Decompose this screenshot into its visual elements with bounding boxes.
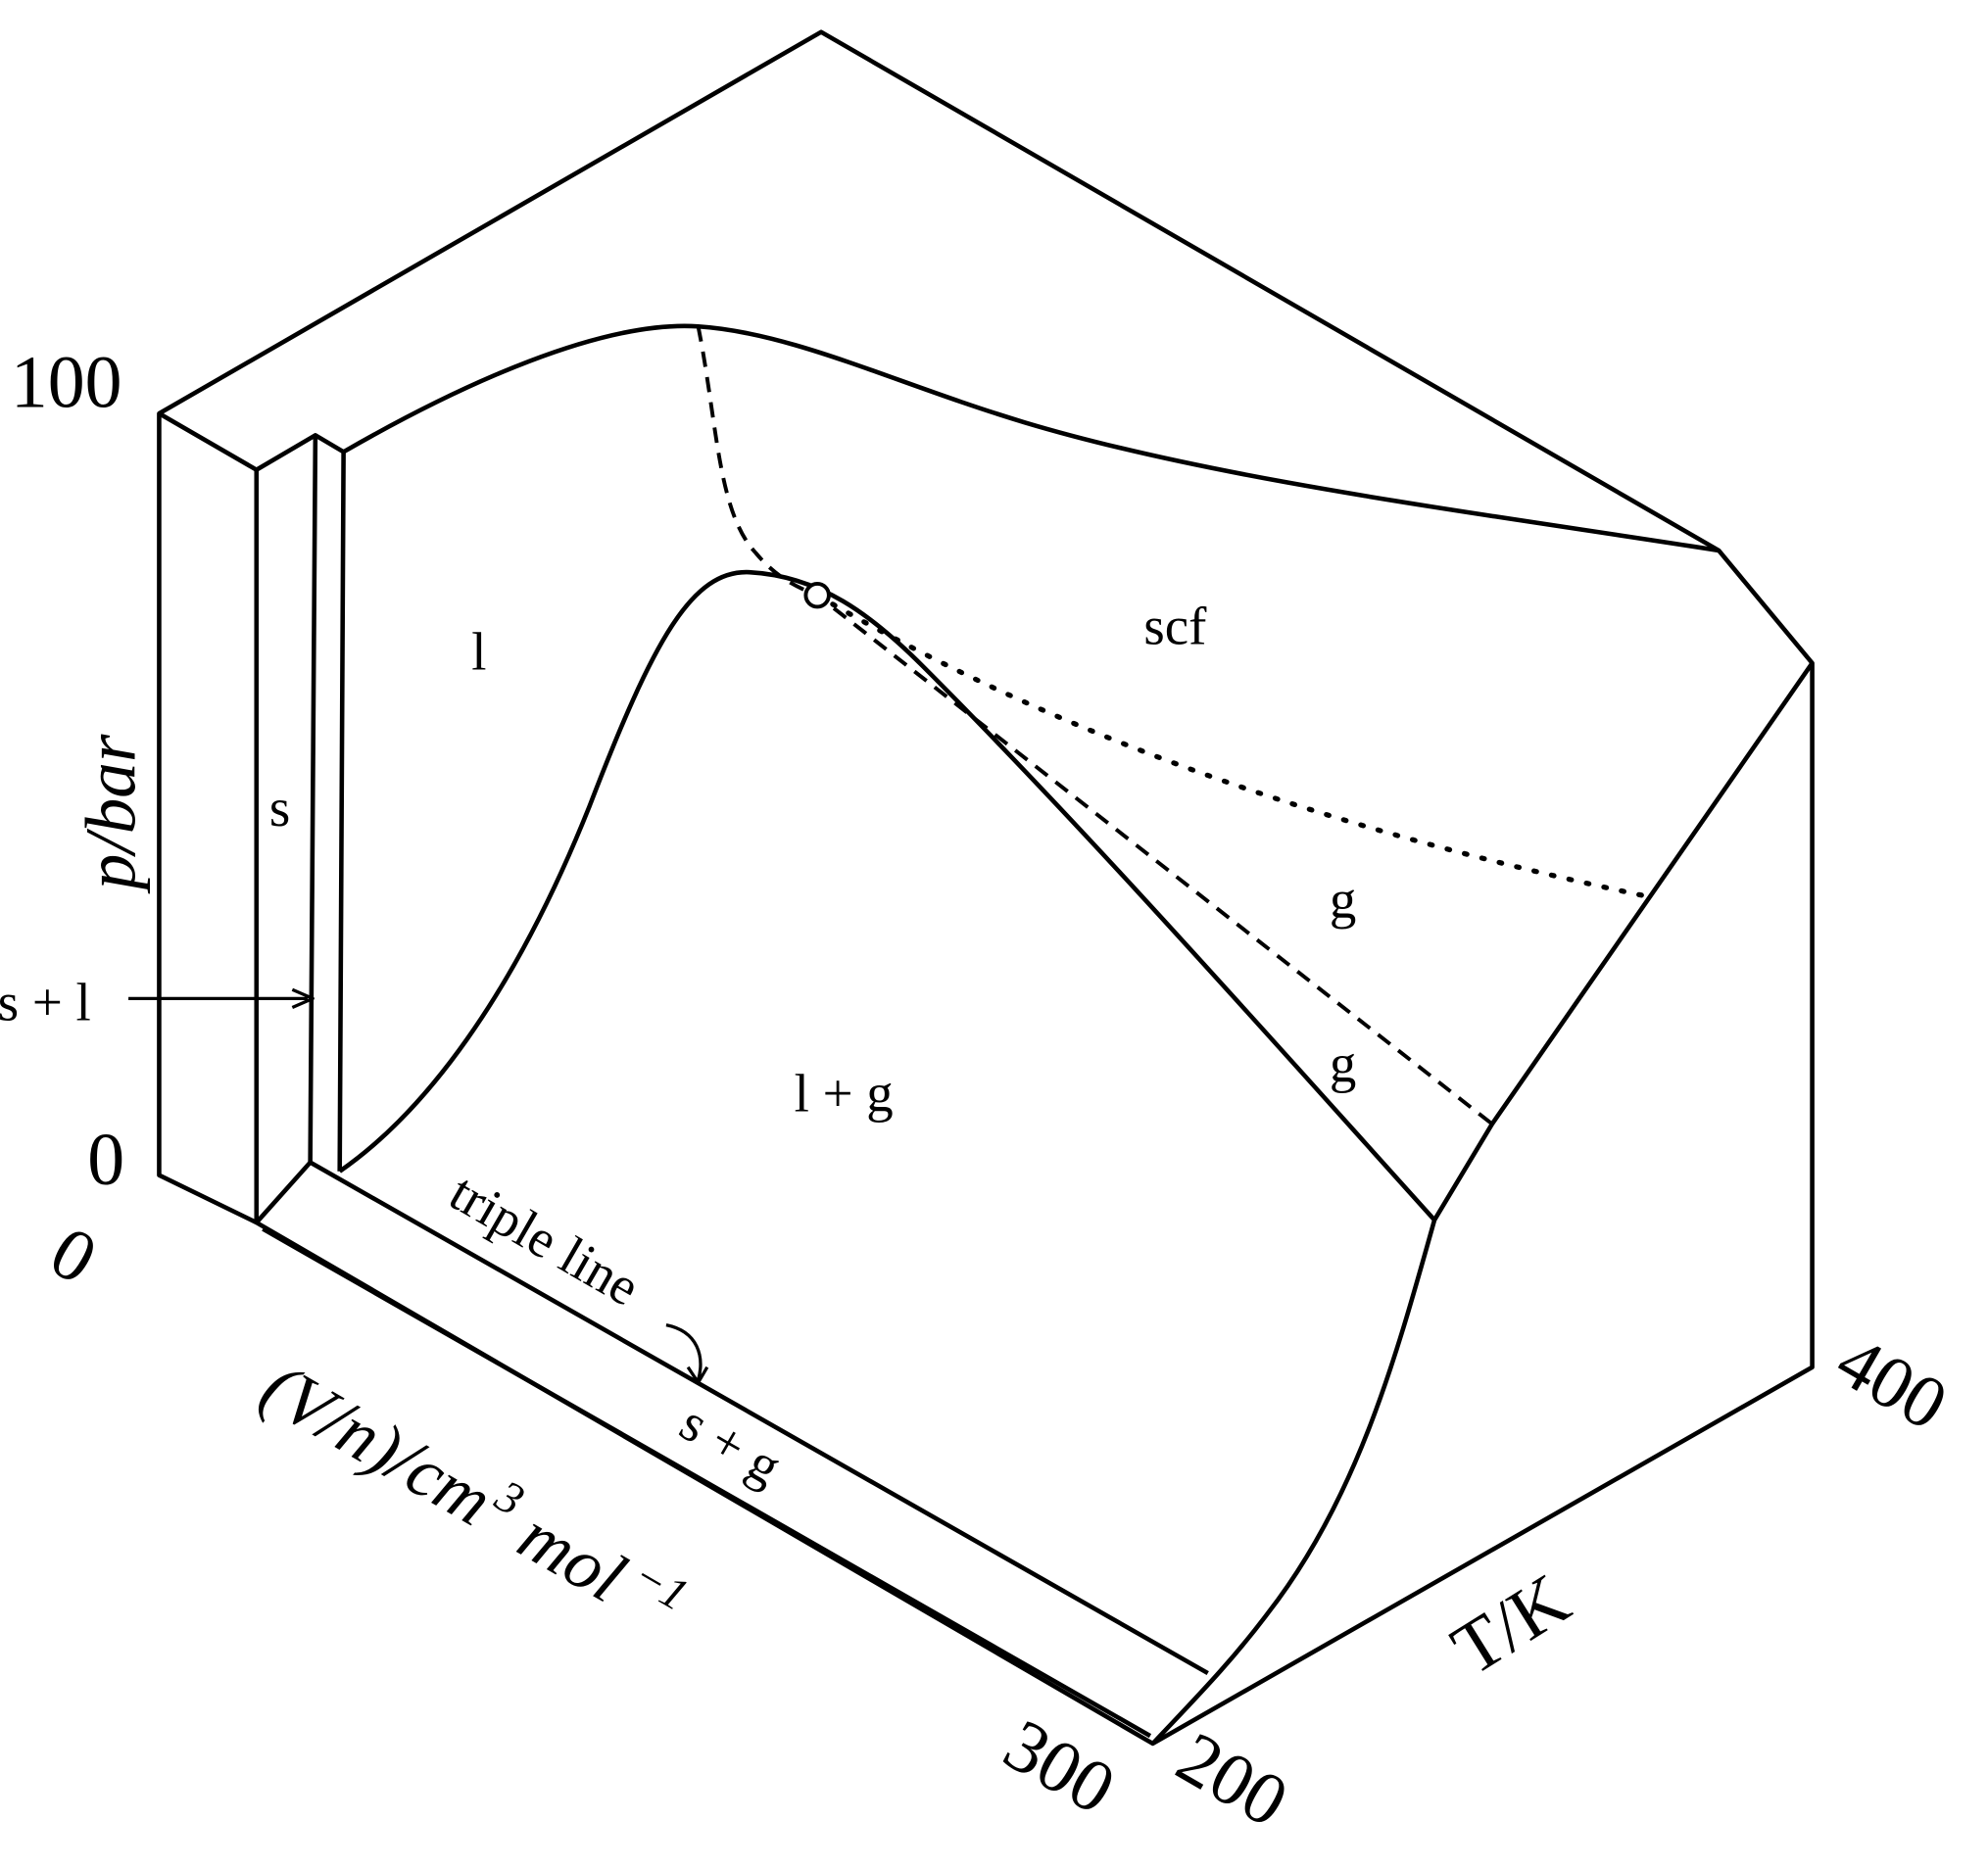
v-min-label: 0 xyxy=(37,1211,111,1301)
region-gas-upper: g xyxy=(1330,870,1356,930)
solid-slab-edge xyxy=(158,411,260,1223)
outer-outline xyxy=(157,29,1815,1747)
region-solid-liquid: s + l xyxy=(0,973,91,1032)
v-max-label: 300 xyxy=(991,1703,1128,1831)
p-axis-label: p/bar xyxy=(72,734,151,894)
region-liquid-gas: l + g xyxy=(795,1063,894,1123)
t-min-label: 200 xyxy=(1164,1716,1301,1844)
critical-point xyxy=(803,581,831,609)
region-solid-gas: s + g xyxy=(670,1392,791,1496)
critical-isobar-dotted xyxy=(814,593,1649,899)
p-max-label: 100 xyxy=(11,342,122,424)
v-axis-label-main: (V/n)/cm xyxy=(249,1347,506,1541)
p-min-label: 0 xyxy=(87,1119,124,1201)
region-liquid: l xyxy=(471,621,486,681)
critical-isotherm-dashed xyxy=(696,325,1494,1126)
gas-side-edge xyxy=(1150,661,1815,1746)
region-solid: s xyxy=(269,778,290,838)
region-gas-lower: g xyxy=(1330,1033,1356,1093)
base-front-edges xyxy=(255,1160,1209,1739)
t-axis-label: T/K xyxy=(1438,1558,1583,1691)
region-scf: scf xyxy=(1143,596,1207,655)
t-max-label: 400 xyxy=(1823,1319,1961,1447)
v-axis-label-exp: −1 xyxy=(624,1550,697,1621)
upper-surface-curve xyxy=(342,323,1720,553)
liquid-gas-coexistence-curve xyxy=(338,569,1436,1222)
triple-line-arrow xyxy=(665,1322,709,1385)
solid-liquid-band xyxy=(255,433,346,1172)
s-plus-l-arrow xyxy=(128,987,315,1009)
v-axis-label: (V/n)/cm 3 mol −1 xyxy=(249,1347,697,1621)
